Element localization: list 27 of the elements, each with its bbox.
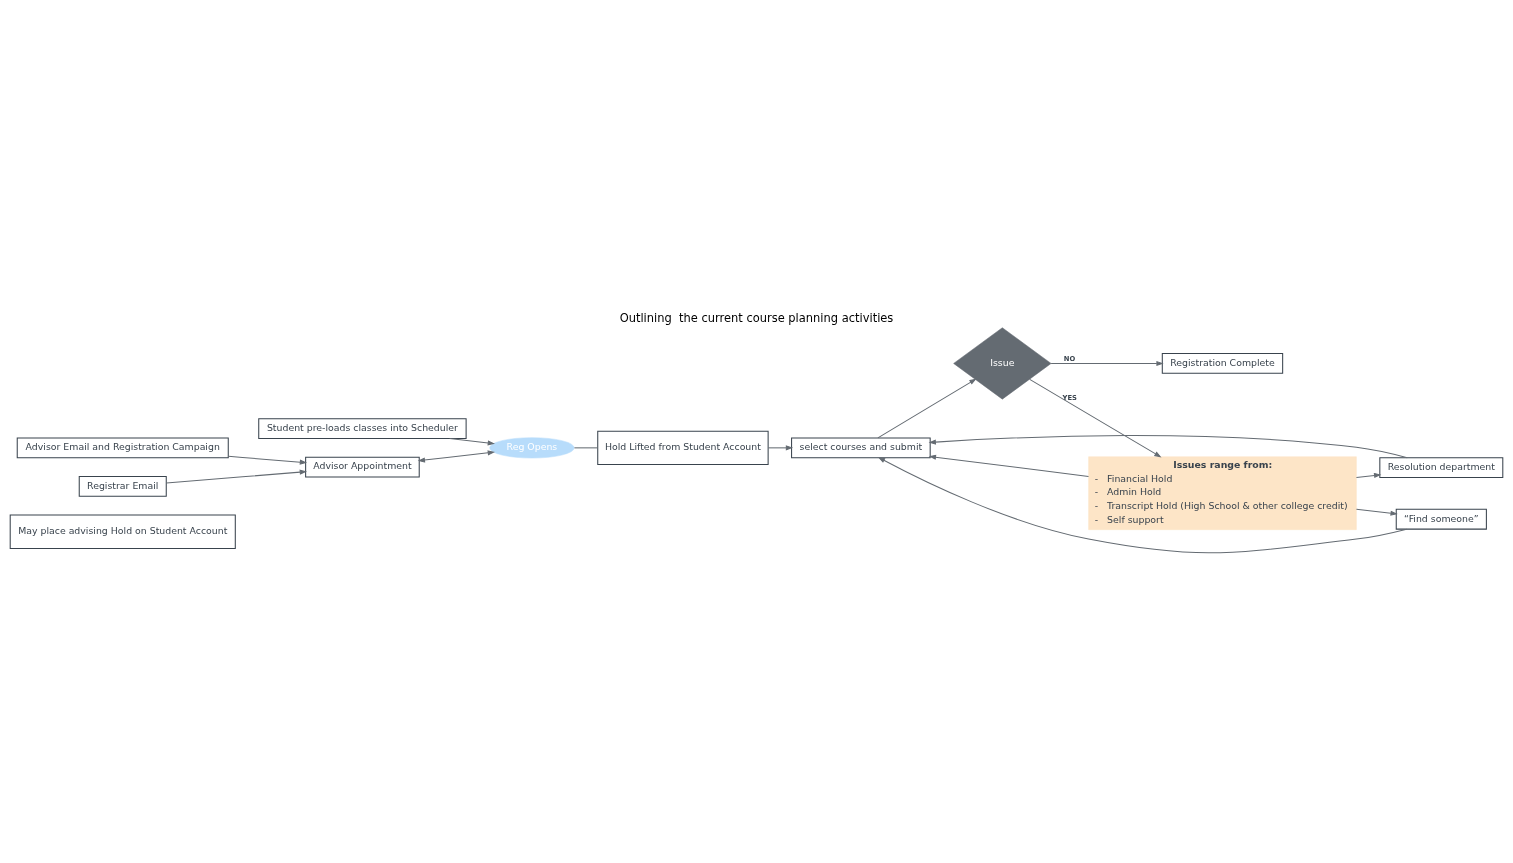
node-box: Resolution department (1379, 456, 1504, 478)
arrow (417, 449, 495, 463)
arrow (227, 455, 308, 465)
node-box: Student pre-loads classes into Scheduler (258, 417, 467, 439)
node-box: select courses and submit (791, 436, 931, 458)
arrow (165, 469, 307, 483)
node-box: Advisor Email and Registration Campaign (16, 436, 229, 458)
diagram-title: Outlining the current course planning activities (619, 310, 894, 325)
arrow (1355, 508, 1398, 516)
arrow (1050, 360, 1164, 366)
node-box: Registration Complete (1161, 352, 1284, 374)
arrow (928, 434, 1408, 458)
node-box: Advisor Appointment (305, 456, 420, 478)
arrow (877, 456, 1408, 553)
node-box: May place advising Hold on Student Account (9, 514, 236, 549)
node-box: Hold Lifted from Student Account (597, 430, 769, 465)
connector (573, 446, 599, 448)
node-box: Registrar Email (78, 475, 167, 497)
arrow (449, 437, 495, 445)
arrow (767, 444, 794, 450)
node-diamond: Issue (953, 327, 1052, 399)
arrow (1355, 472, 1382, 478)
arrow (877, 378, 977, 438)
arrow (928, 454, 1090, 477)
node-box: Issues range from: - Financial Hold - Admin Hold - Transcript Hold (High School & other college credit) - Self support (1088, 455, 1357, 530)
node-box: “Find someone” (1395, 508, 1487, 530)
arrow (1029, 378, 1162, 457)
